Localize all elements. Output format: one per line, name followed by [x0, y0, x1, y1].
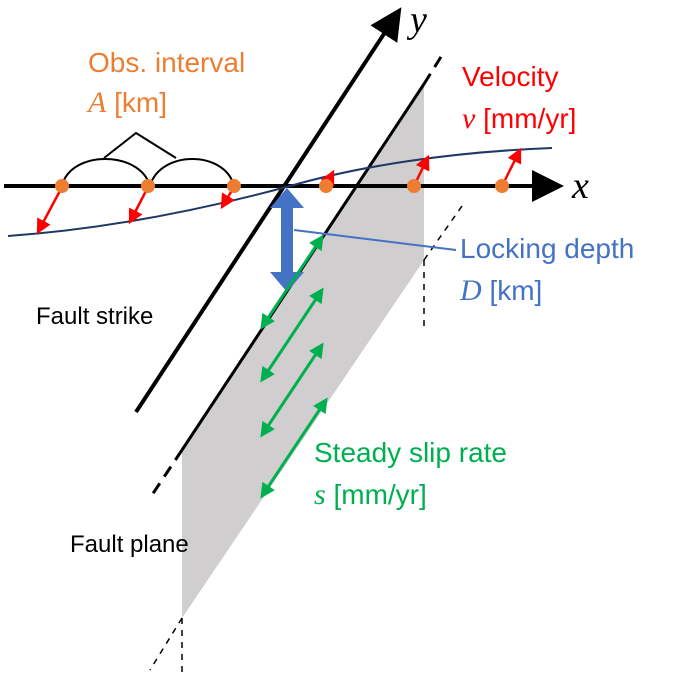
velocity-symbol-line: v [mm/yr] [462, 102, 576, 136]
station-marker [55, 179, 69, 193]
station-marker [141, 179, 155, 193]
fault-strike-label: Fault strike [36, 303, 154, 330]
locking-depth-title: Locking depth [460, 233, 635, 264]
obs-interval-symbol-line: A [km] [88, 86, 167, 120]
velocity-symbol: v [462, 102, 476, 135]
obs-interval-brace [61, 131, 235, 187]
y-axis-label: y [410, 0, 427, 41]
x-axis-label: x [572, 165, 589, 207]
station-marker [495, 179, 509, 193]
obs-interval-unit: [km] [114, 87, 167, 118]
velocity-arrow [36, 186, 64, 235]
slip-arrow [260, 397, 328, 499]
station-marker [319, 179, 333, 193]
obs-interval-title: Obs. interval [88, 47, 246, 78]
fault-plane-label: Fault plane [70, 531, 189, 558]
locking-depth-symbol: D [460, 274, 482, 307]
velocity-profile-curve [7, 147, 553, 237]
slip-rate-arrows [260, 234, 328, 499]
locking-depth-arrow [270, 188, 304, 292]
slip-rate-symbol: s [314, 478, 326, 511]
locking-depth-unit: [km] [489, 275, 543, 306]
observation-stations [55, 179, 509, 193]
y-axis-line [134, 7, 402, 414]
locking-depth-leader [293, 229, 457, 251]
velocity-unit: [mm/yr] [483, 103, 577, 134]
station-marker [227, 179, 241, 193]
slip-rate-symbol-line: s [mm/yr] [314, 478, 427, 512]
obs-interval-symbol: A [88, 86, 107, 119]
station-marker [407, 179, 421, 193]
velocity-title: Velocity [462, 61, 559, 92]
velocity-arrow [128, 186, 150, 225]
locking-depth-symbol-line: D [km] [460, 274, 542, 308]
fault-plane-bottom-edge [149, 205, 463, 676]
slip-rate-title: Steady slip rate [314, 437, 507, 468]
slip-rate-unit: [mm/yr] [333, 479, 427, 510]
